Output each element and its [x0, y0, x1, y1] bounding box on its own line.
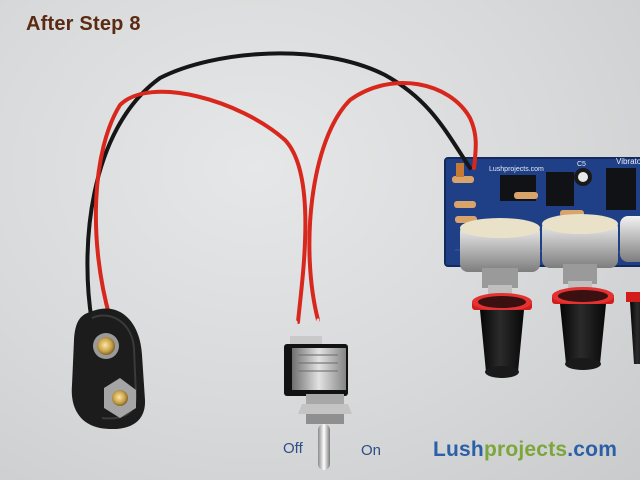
red-wire-battery	[93, 89, 308, 324]
knob-left	[472, 293, 532, 378]
page-title: After Step 8	[26, 13, 141, 35]
potentiometer-left	[460, 218, 540, 301]
brand-logo-part: projects	[483, 438, 568, 461]
pcb-section-label: Vibrato	[616, 157, 640, 166]
pcb-silkscreen-text: Lushprojects.com	[489, 166, 544, 173]
battery-snap	[71, 308, 146, 430]
brand-logo-part: Lush	[433, 438, 484, 461]
brand-logo: Lushprojects.com	[433, 438, 617, 462]
knob-right	[626, 292, 640, 364]
pcb-component-label: C5	[577, 161, 586, 168]
potentiometer-right	[620, 216, 640, 262]
wires	[85, 51, 478, 340]
toggle-switch	[284, 336, 352, 470]
black-wire	[85, 51, 472, 324]
on-label: On	[361, 442, 382, 459]
off-label: Off	[283, 440, 303, 457]
brand-logo-part: .com	[567, 438, 618, 461]
ic-socket	[546, 172, 574, 206]
potentiometer-middle	[542, 214, 618, 297]
knob-middle	[552, 287, 614, 370]
red-wire-board	[307, 81, 478, 322]
